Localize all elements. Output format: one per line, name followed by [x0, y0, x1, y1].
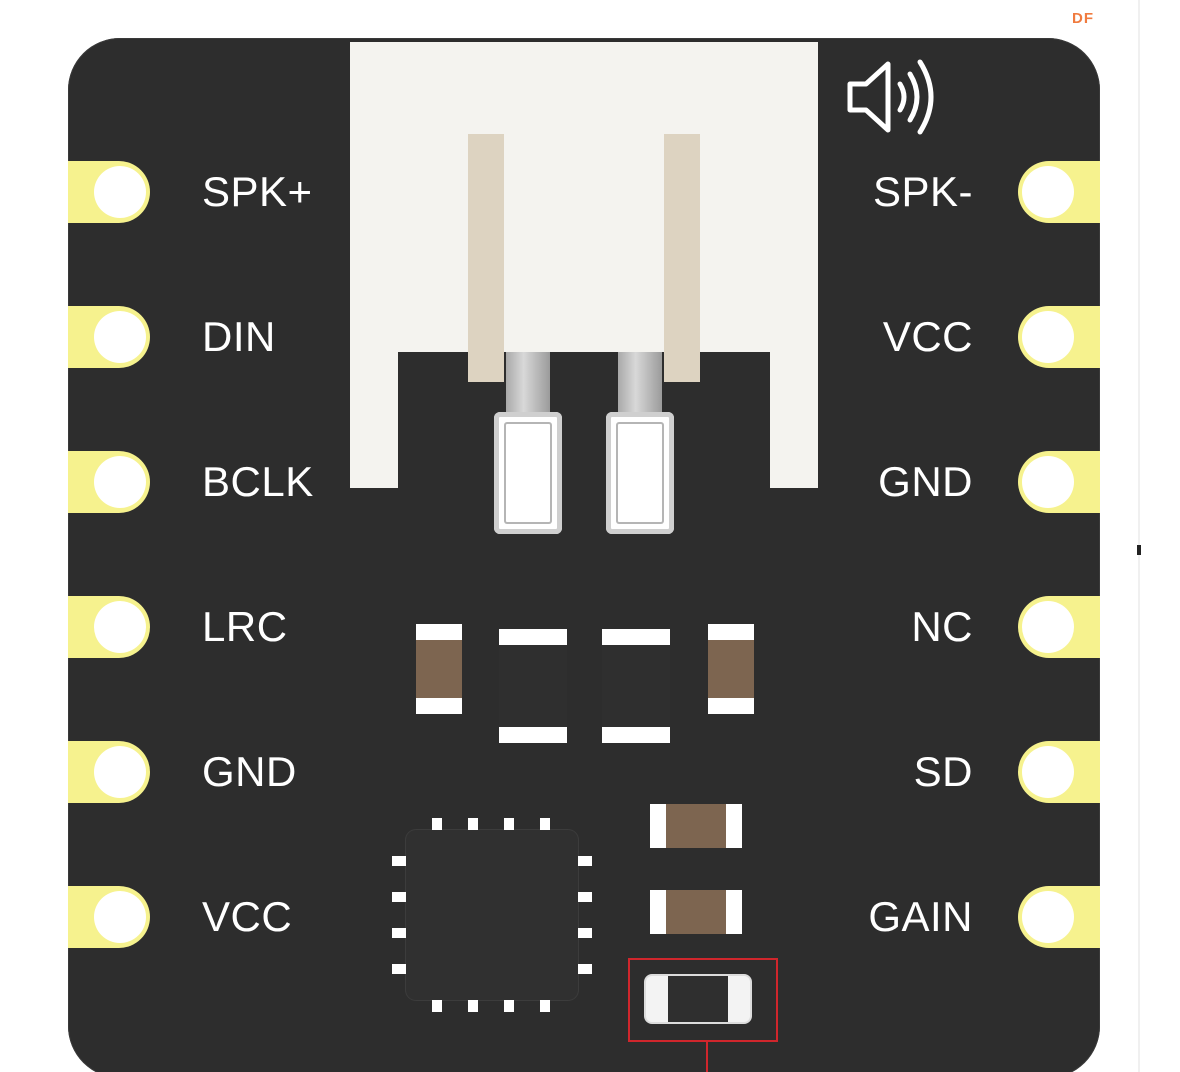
highlight-leader-line [706, 1042, 708, 1072]
chip-pad [578, 964, 592, 974]
connector-slot-left [468, 134, 504, 382]
chip-pad [540, 1000, 550, 1012]
capacitor-c2 [708, 624, 754, 714]
connector-leg-right [770, 352, 818, 488]
chip-pad [392, 892, 406, 902]
page-edge-marker [1137, 545, 1141, 555]
chip-pad [578, 856, 592, 866]
connector-pin-2-pad [606, 412, 674, 534]
pin-hole-right-4 [1018, 596, 1100, 658]
pin-label-right-5: SD [913, 748, 973, 795]
capacitor-c3 [650, 804, 742, 848]
connector-pin-1-lead [506, 352, 550, 412]
pin-hole-right-6 [1018, 886, 1100, 948]
connector-slot-right [664, 134, 700, 382]
pin-hole-left-1 [68, 161, 150, 223]
chip-pad [392, 964, 406, 974]
pin-hole-right-5 [1018, 741, 1100, 803]
speaker-volume-icon [847, 59, 934, 135]
pin-hole-right-3 [1018, 451, 1100, 513]
capacitor-c4 [650, 890, 742, 934]
chip-pad [468, 1000, 478, 1012]
connector-pin-1-pad [494, 412, 562, 534]
pin-label-right-4: NC [911, 603, 973, 650]
pin-hole-right-2 [1018, 306, 1100, 368]
pin-label-left-2: DIN [202, 313, 276, 360]
pin-hole-left-2 [68, 306, 150, 368]
capacitor-c1 [416, 624, 462, 714]
chip-pad [578, 892, 592, 902]
pin-label-right-1: SPK- [872, 168, 973, 215]
pin-hole-left-4 [68, 596, 150, 658]
chip-pad [468, 818, 478, 830]
chip-pad [392, 856, 406, 866]
chip-pad [540, 818, 550, 830]
chip-pad [504, 818, 514, 830]
page-edge-line [1138, 0, 1140, 1072]
pin-hole-left-5 [68, 741, 150, 803]
chip-pad [432, 1000, 442, 1012]
gain-resistor [646, 976, 750, 1022]
inductor-l1 [499, 629, 567, 743]
chip-pad [578, 928, 592, 938]
pin-label-right-6: GAIN [868, 893, 973, 940]
pin-hole-left-3 [68, 451, 150, 513]
pin-label-left-3: BCLK [202, 458, 314, 505]
connector-pin-2-lead [618, 352, 662, 412]
pin-label-left-1: SPK+ [202, 168, 313, 215]
speaker-connector-housing [350, 42, 818, 382]
chip-pad [504, 1000, 514, 1012]
pin-label-left-6: VCC [202, 893, 293, 940]
chip-pad [432, 818, 442, 830]
pin-label-right-2: VCC [882, 313, 973, 360]
pin-label-right-3: GND [878, 458, 973, 505]
gain-resistor-highlight [628, 958, 778, 1042]
pin-label-left-4: LRC [202, 603, 288, 650]
pin-label-left-5: GND [202, 748, 297, 795]
pin-hole-left-6 [68, 886, 150, 948]
connector-leg-left [350, 352, 398, 488]
chip-pad [392, 928, 406, 938]
watermark-logo: DF [1072, 10, 1094, 27]
amplifier-chip [392, 818, 592, 1012]
pin-hole-right-1 [1018, 161, 1100, 223]
inductor-l2 [602, 629, 670, 743]
